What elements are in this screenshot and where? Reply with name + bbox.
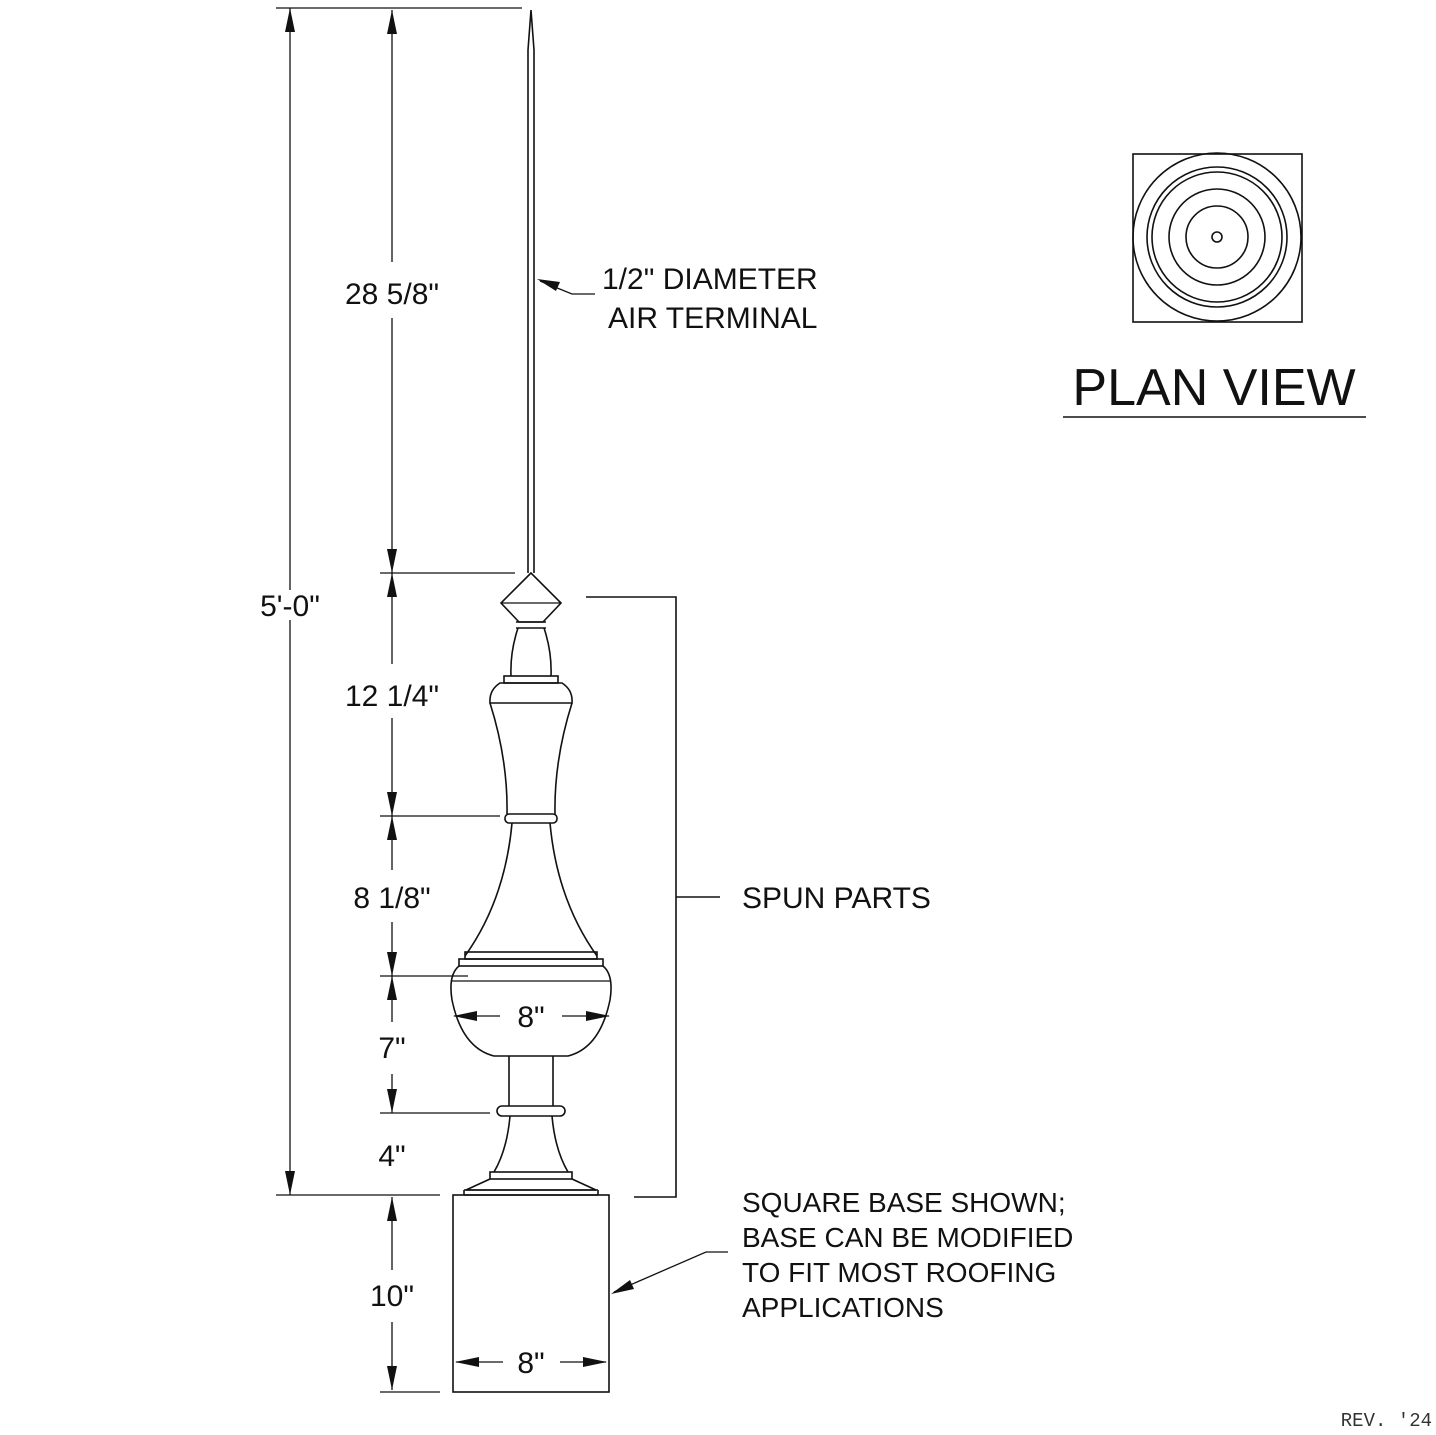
label-air-terminal-2: AIR TERMINAL [608,302,818,335]
label-spun-parts: SPUN PARTS [742,882,931,915]
label-base-4: APPLICATIONS [742,1292,944,1323]
base-callout: SQUARE BASE SHOWN; BASE CAN BE MODIFIED … [611,1187,1073,1323]
plan-view: PLAN VIEW [1063,152,1366,418]
dim-base-width: 8" [517,1347,544,1380]
square-base: 8" [452,1194,610,1393]
label-base-3: TO FIT MOST ROOFING [742,1257,1056,1288]
air-terminal-callout: 1/2" DIAMETER AIR TERMINAL [537,263,818,335]
stacked-dimensions: 28 5/8" 12 1/4" 8 1/8" 7" 4" 10" [345,10,515,1393]
label-air-terminal-1: 1/2" DIAMETER [602,263,818,296]
label-base-1: SQUARE BASE SHOWN; [742,1187,1066,1218]
air-terminal-rod [527,9,535,573]
dim-ball: 7" [378,1032,405,1065]
dim-middle-spun: 8 1/8" [353,882,430,915]
dim-overall: 5'-0" [260,590,320,623]
ball-width-dimension: 8" [453,1001,610,1034]
dim-neck: 4" [378,1140,405,1173]
dim-air-terminal: 28 5/8" [345,278,439,311]
plan-view-title: PLAN VIEW [1072,359,1355,417]
dim-ball-width: 8" [517,1001,544,1034]
label-base-2: BASE CAN BE MODIFIED [742,1222,1073,1253]
spun-parts-bracket: SPUN PARTS [586,596,931,1198]
dim-base-height: 10" [370,1280,414,1313]
spun-finial-body [450,571,612,1196]
overall-dimension: 5'-0" [260,7,522,1196]
dim-upper-spun: 12 1/4" [345,680,439,713]
revision-note: REV. '24 [1341,1410,1432,1432]
